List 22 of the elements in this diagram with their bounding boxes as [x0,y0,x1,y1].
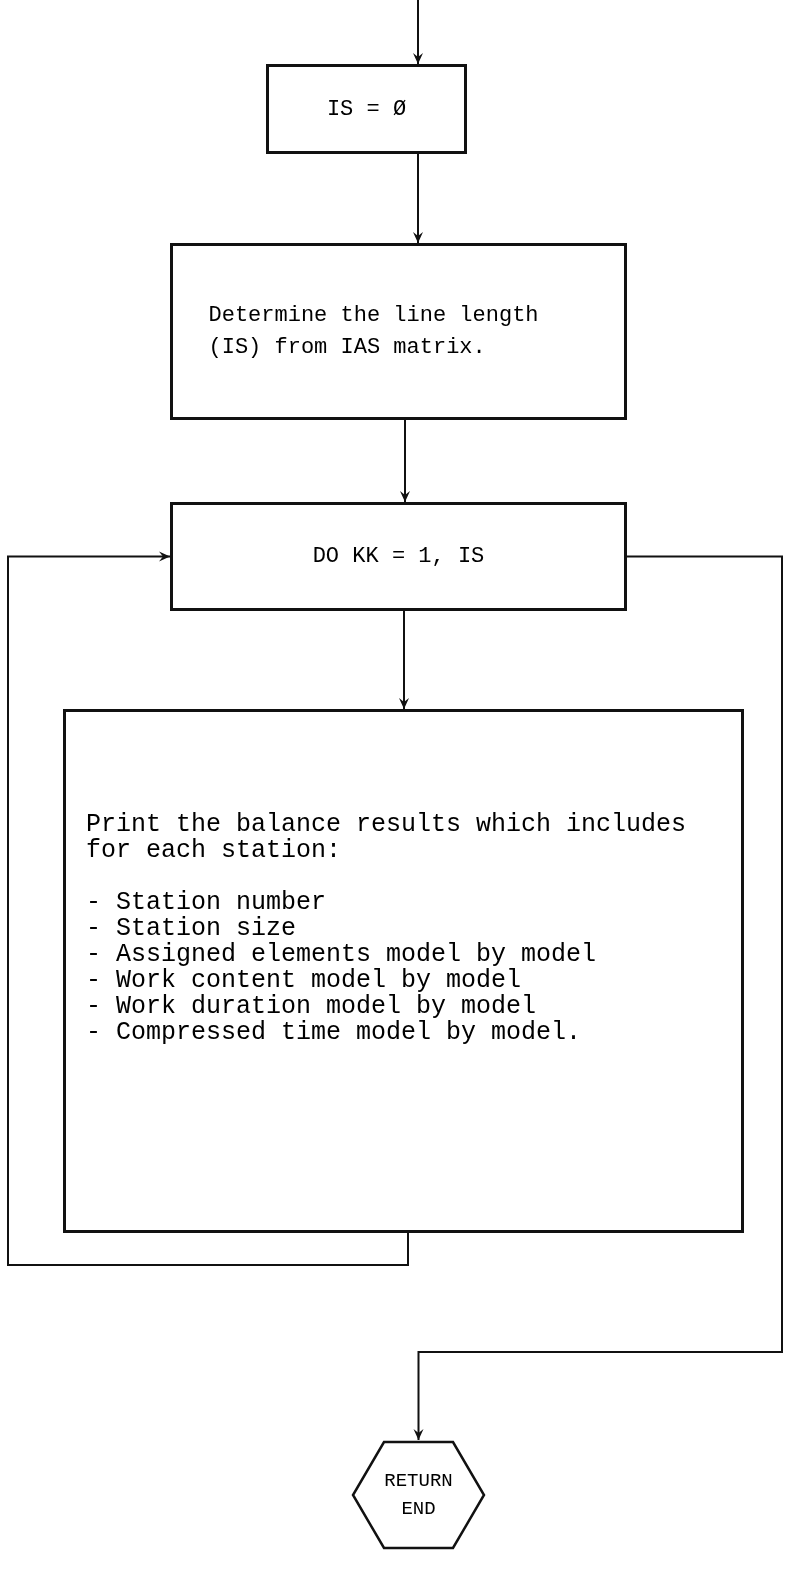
node-text: IS = Ø [326,95,407,124]
process-box [170,502,627,611]
node-text: RETURN END [383,1469,454,1522]
heading-text: Print the balance results which includes for each station: [86,812,688,864]
list-item: - Station number [86,890,328,916]
node-text: Determine the line length (IS) from IAS matrix. [208,301,540,362]
process-box [266,64,467,154]
arrow [413,0,423,65]
list-item: - Work content model by model [86,968,522,994]
arrow [413,555,783,1441]
process-box [63,709,744,1233]
list-item: - Compressed time model by model. [86,1020,583,1046]
arrow [399,610,409,710]
list-item: - Work duration model by model [86,994,537,1020]
process-box [170,243,627,420]
arrow [413,153,423,244]
terminal-hexagon [351,1440,486,1550]
list-item: - Assigned elements model by model [86,942,598,968]
arrow [7,551,409,1266]
node-text: DO KK = 1, IS [312,543,485,571]
arrow [400,419,410,503]
list-item: - Station size [86,916,297,942]
